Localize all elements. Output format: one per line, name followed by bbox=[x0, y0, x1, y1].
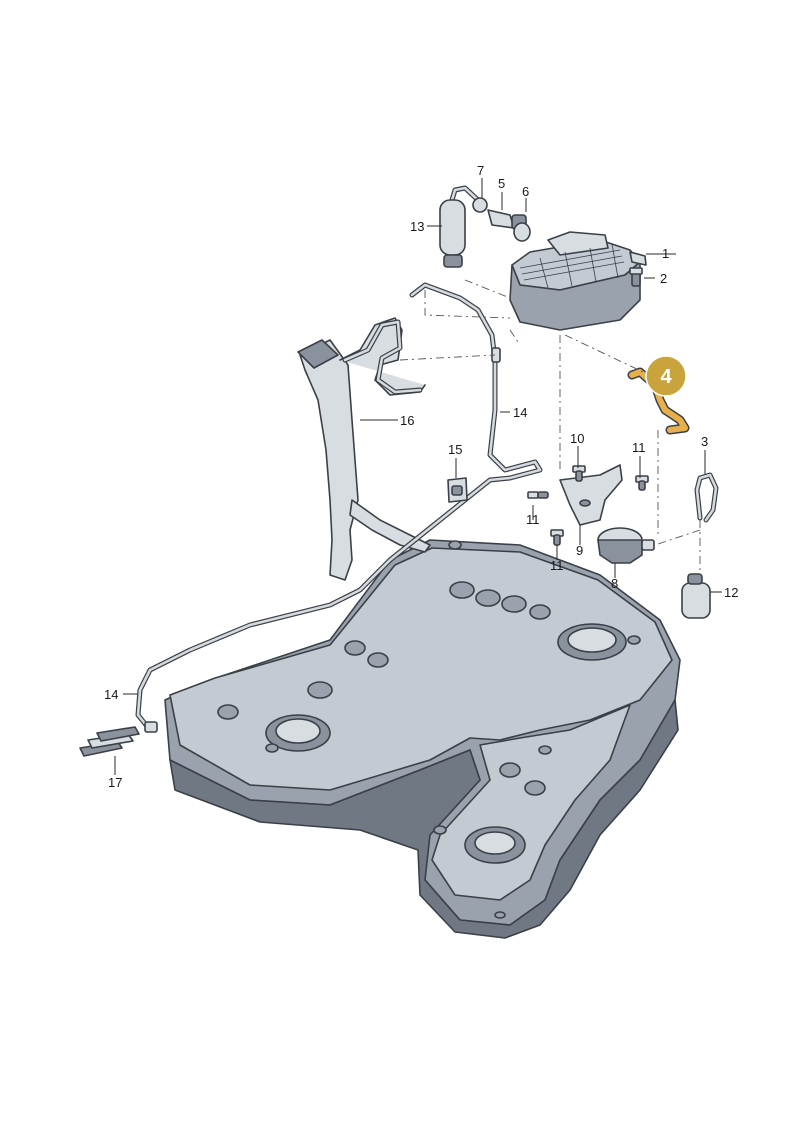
callout-16[interactable]: 16 bbox=[400, 413, 414, 428]
callout-5[interactable]: 5 bbox=[498, 176, 505, 191]
callout-9[interactable]: 9 bbox=[576, 543, 583, 558]
callout-labels: 7 5 6 13 1 2 16 14 10 11 3 15 11 9 11 8 … bbox=[104, 163, 738, 790]
bracket-9[interactable] bbox=[559, 464, 623, 526]
canister-grille bbox=[519, 243, 625, 289]
vent-line[interactable] bbox=[135, 282, 543, 733]
callout-14-lower[interactable]: 14 bbox=[104, 687, 118, 702]
callout-13[interactable]: 13 bbox=[410, 219, 424, 234]
screw-10[interactable] bbox=[572, 465, 586, 482]
assembly-lines bbox=[399, 279, 701, 575]
callout-17[interactable]: 17 bbox=[108, 775, 122, 790]
screw-11-c[interactable] bbox=[550, 529, 564, 546]
filter-12[interactable] bbox=[681, 573, 711, 619]
screw-11-b[interactable] bbox=[527, 491, 549, 499]
pump-8[interactable] bbox=[597, 527, 655, 564]
callout-14-upper[interactable]: 14 bbox=[513, 405, 527, 420]
tank-top-pockets bbox=[217, 540, 641, 919]
highlight-badge-4[interactable]: 4 bbox=[645, 355, 687, 397]
callout-6[interactable]: 6 bbox=[522, 184, 529, 199]
callout-11-right[interactable]: 11 bbox=[632, 440, 646, 455]
callout-11-bottom[interactable]: 11 bbox=[550, 558, 564, 573]
callout-2[interactable]: 2 bbox=[660, 271, 667, 286]
tank-opening-center bbox=[557, 623, 627, 661]
fuel-tank[interactable] bbox=[164, 539, 681, 939]
callout-3[interactable]: 3 bbox=[701, 434, 708, 449]
callout-8[interactable]: 8 bbox=[611, 576, 618, 591]
callout-10[interactable]: 10 bbox=[570, 431, 584, 446]
breather-container[interactable] bbox=[439, 185, 481, 268]
hose-4-highlighted[interactable] bbox=[627, 367, 690, 435]
tank-opening-front bbox=[464, 826, 526, 864]
badge-label: 4 bbox=[660, 366, 672, 388]
valve-assembly[interactable] bbox=[472, 197, 531, 242]
seal-set-17[interactable] bbox=[79, 726, 140, 757]
tank-opening-rear bbox=[265, 714, 331, 752]
callout-7[interactable]: 7 bbox=[477, 163, 484, 178]
screw-11-a[interactable] bbox=[635, 475, 649, 491]
screw-2[interactable] bbox=[629, 267, 643, 287]
clip-15[interactable] bbox=[447, 477, 468, 503]
carbon-canister[interactable] bbox=[509, 231, 647, 331]
hose-3[interactable] bbox=[694, 472, 719, 523]
leader-lines bbox=[114, 178, 722, 775]
filler-neck[interactable] bbox=[297, 317, 431, 581]
callout-12[interactable]: 12 bbox=[724, 585, 738, 600]
callout-15[interactable]: 15 bbox=[448, 442, 462, 457]
badge-circle bbox=[645, 355, 687, 397]
callout-11-left[interactable]: 11 bbox=[526, 512, 540, 527]
callout-1[interactable]: 1 bbox=[662, 246, 669, 261]
